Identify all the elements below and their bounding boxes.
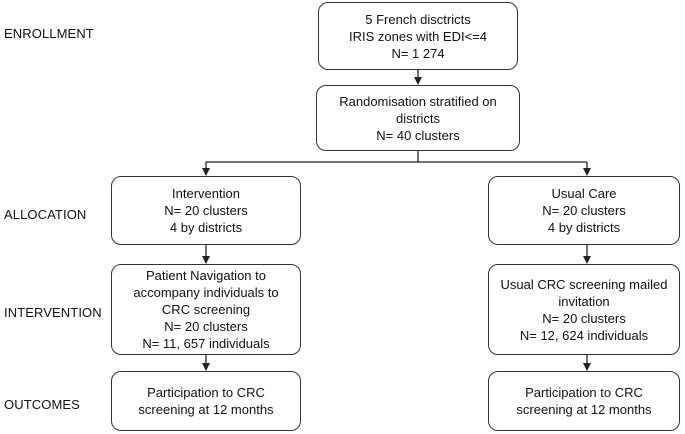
usual-screening-line-3: N= 20 clusters — [542, 310, 626, 326]
outcome-usual-care-box: Participation to CRC screening at 12 mon… — [488, 371, 680, 431]
outcome-usual-care-line-1: Participation to CRC — [525, 385, 643, 400]
patient-navigation-line-5: N= 11, 657 individuals — [142, 336, 270, 351]
randomisation-box: Randomisation stratified on districts N=… — [316, 85, 520, 151]
outcome-intervention-line-1: Participation to CRC — [147, 385, 265, 400]
usual-screening-line-1: Usual CRC screening mailed — [500, 276, 668, 292]
randomisation-line-3: N= 40 clusters — [376, 127, 460, 143]
patient-navigation-line-1: Patient Navigation to — [146, 268, 266, 283]
allocation-intervention-line-1: Intervention — [172, 186, 240, 201]
enrollment-line-3: N= 1 274 — [391, 45, 445, 61]
randomisation-line-1: Randomisation stratified on — [339, 93, 497, 109]
allocation-intervention-line-2: N= 20 clusters — [164, 203, 248, 218]
enrollment-line-1: 5 French disctricts — [365, 11, 471, 27]
patient-navigation-line-3: CRC screening — [161, 302, 251, 317]
usual-screening-line-4: N= 12, 624 individuals — [519, 327, 649, 343]
allocation-usual-care-line-2: N= 20 clusters — [542, 203, 626, 218]
allocation-usual-care-line-1: Usual Care — [551, 186, 617, 201]
stage-label-intervention: INTERVENTION — [4, 305, 102, 320]
outcome-usual-care-line-2: screening at 12 months — [516, 402, 652, 417]
patient-navigation-box: Patient Navigation to accompany individu… — [111, 264, 301, 355]
patient-navigation-line-4: N= 20 clusters — [164, 319, 248, 334]
outcome-intervention-line-2: screening at 12 months — [138, 402, 274, 417]
allocation-intervention-box: Intervention N= 20 clusters 4 by distric… — [111, 176, 301, 245]
enrollment-box: 5 French disctricts IRIS zones with EDI<… — [318, 2, 518, 70]
usual-screening-line-2: invitation — [558, 293, 610, 309]
outcome-intervention-box: Participation to CRC screening at 12 mon… — [111, 371, 301, 431]
allocation-usual-care-line-3: 4 by districts — [547, 220, 621, 235]
stage-label-enrollment: ENROLLMENT — [4, 26, 94, 41]
stage-label-allocation: ALLOCATION — [4, 207, 87, 222]
enrollment-line-2: IRIS zones with EDI<=4 — [348, 28, 487, 44]
randomisation-line-2: districts — [395, 110, 441, 126]
allocation-usual-care-box: Usual Care N= 20 clusters 4 by districts — [488, 176, 680, 245]
usual-screening-box: Usual CRC screening mailed invitation N=… — [488, 264, 680, 355]
patient-navigation-line-2: accompany individuals to — [133, 285, 279, 300]
stage-label-outcomes: OUTCOMES — [4, 397, 80, 412]
allocation-intervention-line-3: 4 by districts — [169, 220, 243, 235]
